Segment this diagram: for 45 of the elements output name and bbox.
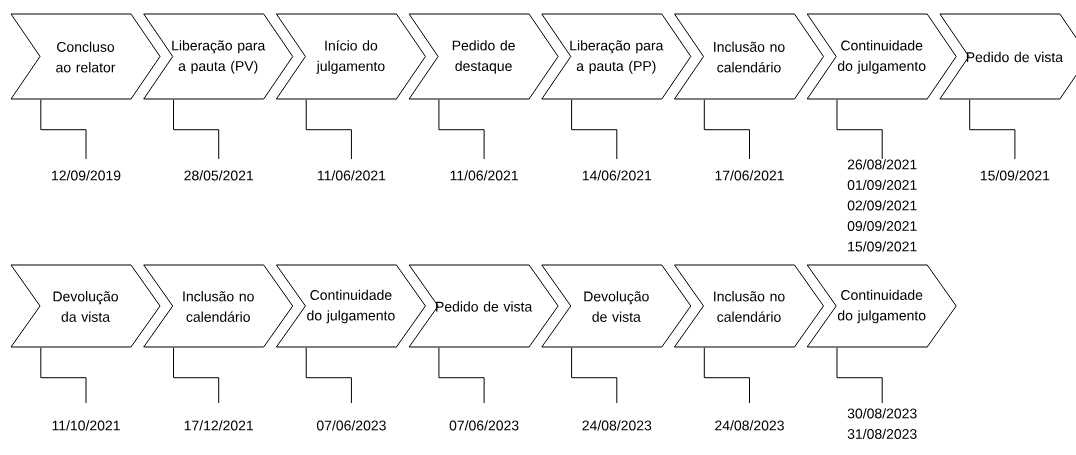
date-label: 24/08/2023 bbox=[582, 420, 652, 431]
date-label: 11/06/2021 bbox=[450, 170, 518, 181]
date-label: 17/06/2021 bbox=[715, 170, 784, 181]
date-label: 24/08/2023 bbox=[715, 420, 784, 431]
connector-line bbox=[40, 99, 87, 160]
date-label: 12/09/2019 bbox=[52, 170, 121, 181]
chevron-step: Início do julgamento bbox=[275, 13, 426, 100]
date-label: 11/06/2021 bbox=[317, 170, 386, 181]
connector-line bbox=[173, 99, 220, 160]
chevron-step: Devolução de vista bbox=[541, 264, 692, 348]
chevron-step: Inclusão no calendário bbox=[674, 13, 824, 100]
chevron-step: Liberação para a pauta (PP) bbox=[541, 13, 692, 100]
date-label: 28/05/2021 bbox=[184, 170, 254, 181]
connector-line bbox=[703, 99, 750, 160]
connector-line bbox=[969, 99, 1016, 160]
date-label: 26/08/2021 01/09/2021 02/09/2021 09/09/2021 15/09/2021 bbox=[847, 159, 917, 252]
chevron-step: Devolução da vista bbox=[10, 264, 161, 348]
connector-line bbox=[703, 347, 750, 404]
connector-line bbox=[438, 99, 485, 160]
chevron-step: Continuidade do julgamento bbox=[275, 264, 426, 348]
date-label: 14/06/2021 bbox=[582, 170, 652, 181]
date-label: 30/08/2023 31/08/2023 bbox=[847, 408, 917, 439]
chevron-step: Liberação para a pauta (PV) bbox=[143, 13, 294, 100]
date-label: 07/06/2023 bbox=[316, 420, 386, 431]
connector-line bbox=[438, 347, 485, 404]
connector-line bbox=[173, 347, 220, 404]
chevron-step: Pedido de vista bbox=[939, 13, 1076, 100]
connector-line bbox=[40, 347, 87, 404]
chevron-step: Continuidade do julgamento bbox=[806, 13, 957, 100]
chevron-step: Concluso ao relator bbox=[10, 13, 161, 100]
date-label: 07/06/2023 bbox=[449, 420, 519, 431]
date-label: 17/12/2021 bbox=[184, 420, 254, 431]
connector-line bbox=[571, 347, 618, 404]
connector-line bbox=[571, 99, 618, 160]
chevron-step: Pedido de destaque bbox=[408, 13, 559, 100]
date-label: 11/10/2021 bbox=[52, 420, 120, 431]
chevron-step: Inclusão no calendário bbox=[674, 264, 824, 348]
chevron-step: Pedido de vista bbox=[408, 264, 559, 348]
connector-line bbox=[836, 347, 883, 404]
date-label: 15/09/2021 bbox=[980, 170, 1050, 181]
connector-line bbox=[836, 99, 883, 160]
connector-line bbox=[305, 347, 352, 404]
connector-line bbox=[305, 99, 352, 160]
chevron-step: Inclusão no calendário bbox=[143, 264, 294, 348]
chevron-step: Continuidade do julgamento bbox=[806, 264, 957, 348]
